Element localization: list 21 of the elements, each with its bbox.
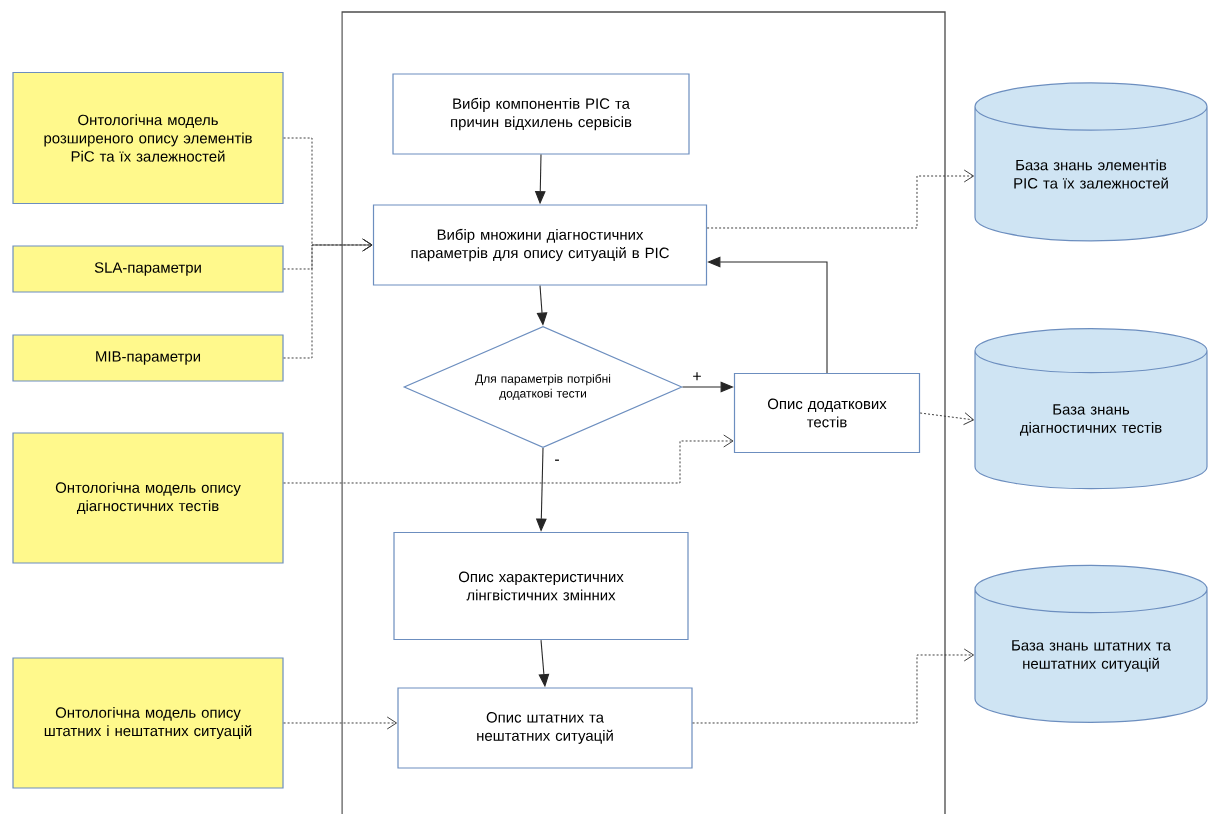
edge-label: - bbox=[553, 458, 561, 466]
database-cylinder: База знань діагностичних тестів bbox=[974, 328, 1208, 490]
input-box: Онтологічна модель опису штатних і нештатних ситуацій bbox=[12, 657, 284, 789]
dotted-arrow bbox=[706, 169, 974, 229]
dotted-arrow bbox=[283, 238, 373, 359]
input-box: MIB-параметри bbox=[12, 334, 284, 382]
database-cylinder: База знань штатних та нештатних ситуацій bbox=[974, 564, 1208, 723]
dotted-arrow bbox=[283, 434, 734, 484]
process-box: Опис штатних та нештатних ситуацій bbox=[397, 687, 693, 769]
process-box: Опис додаткових тестів bbox=[733, 372, 921, 454]
database-cylinder: База знань элементів РІС та їх залежностей bbox=[974, 82, 1208, 242]
input-box: Онтологічна модель опису діагностичних тестів bbox=[12, 432, 284, 564]
dotted-arrow bbox=[283, 716, 397, 730]
process-box: Опис характеристичних лінгвістичних змінних bbox=[393, 531, 689, 641]
dotted-arrow bbox=[919, 412, 974, 426]
edge-label: + bbox=[691, 371, 703, 383]
input-box: SLA-параметри bbox=[12, 245, 284, 293]
dotted-arrow bbox=[692, 648, 974, 724]
input-box: Онтологічна модель розширеного опису элементів PiC та їх залежностей bbox=[12, 71, 284, 205]
process-box: Вибір компонентів РІС та причин відхилень сервісів bbox=[392, 73, 690, 155]
process-box: Вибір множини діагностичних параметрів для опису ситуацій в РІС bbox=[372, 204, 708, 286]
